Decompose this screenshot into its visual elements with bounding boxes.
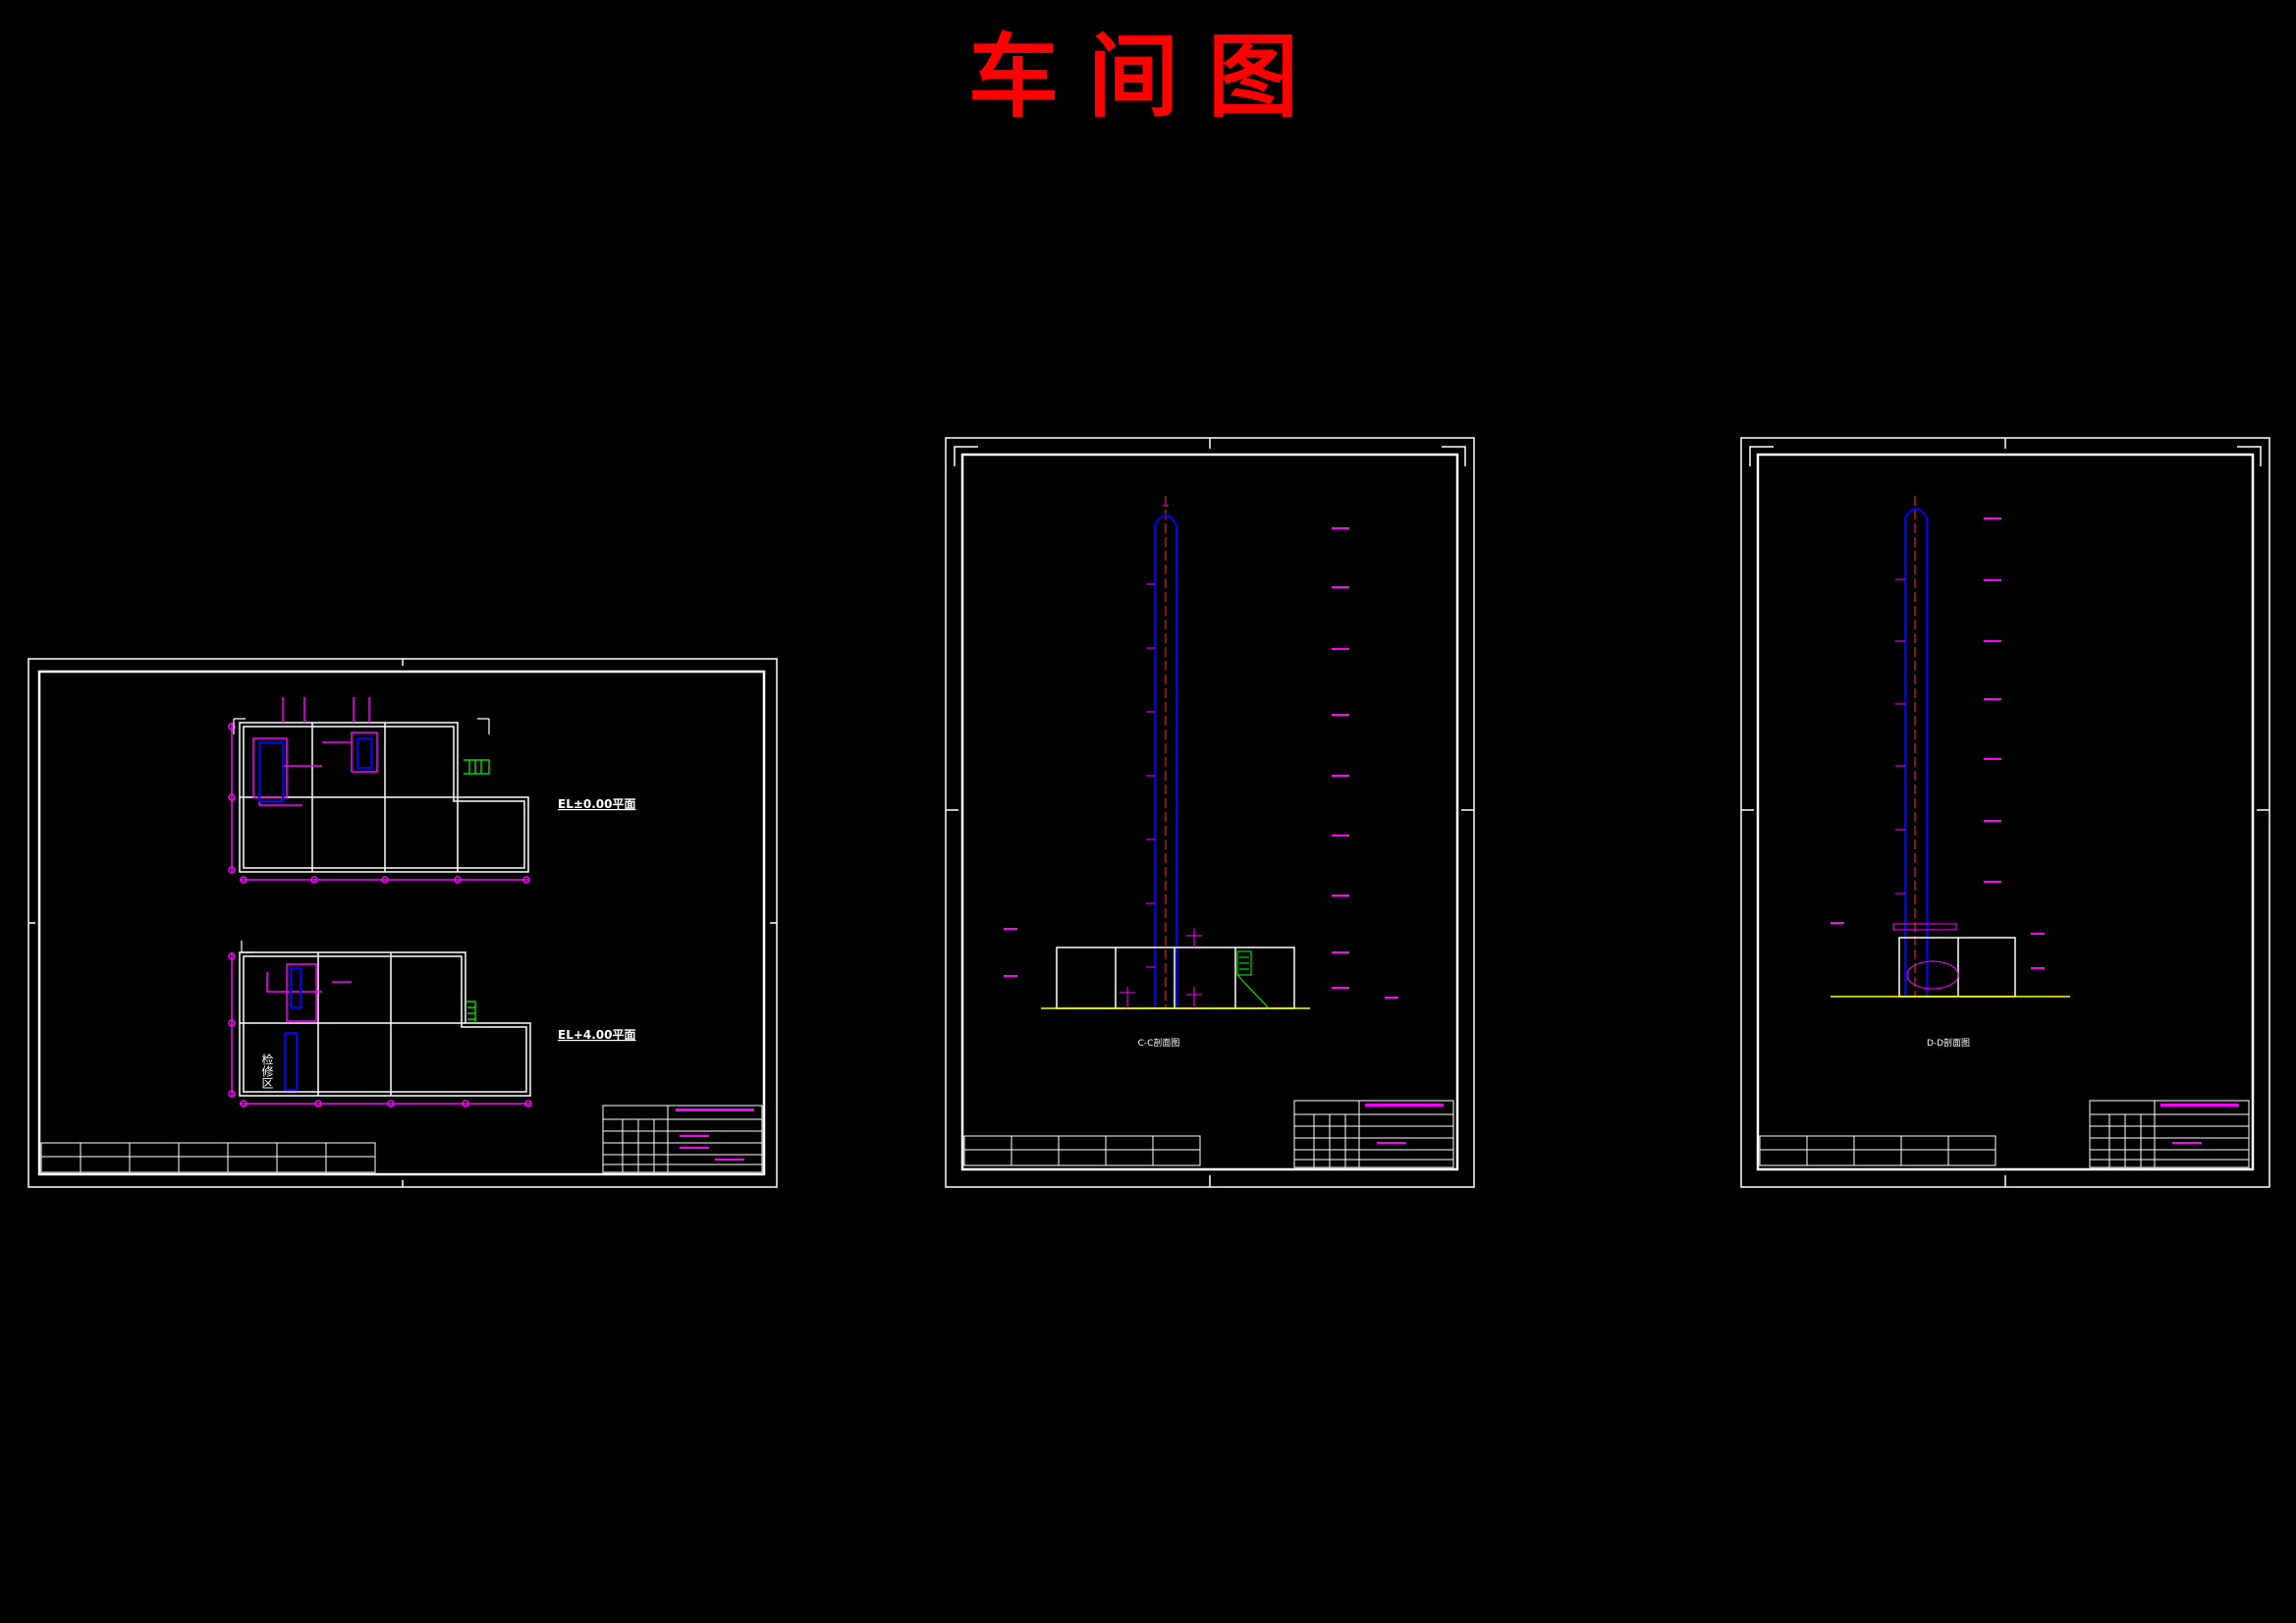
plan-title-block — [40, 1105, 763, 1173]
section-dd-sheet[interactable]: D-D剖面图 — [1740, 437, 2270, 1188]
drawing-title: 车间图 — [967, 24, 1328, 130]
section-cc-sheet[interactable]: C-C剖面图 — [945, 437, 1475, 1188]
plan-el-0: EL±0.00平面 — [228, 697, 636, 953]
plan-lower-label: EL+4.00平面 — [558, 1028, 636, 1042]
plan-sheet[interactable]: EL±0.00平面 检修区 EL+4.00平面 — [27, 658, 778, 1188]
maintenance-area-label: 检修区 — [260, 1053, 274, 1089]
dd-title-block — [1759, 1100, 2250, 1168]
plan-el-4: 检修区 EL+4.00平面 — [228, 951, 636, 1108]
dd-column — [1895, 496, 1928, 997]
cc-section-label: C-C剖面图 — [1138, 1037, 1180, 1049]
plan-sheet-outer-frame — [27, 658, 778, 1188]
cc-frame-structure — [1041, 947, 1310, 1009]
dd-section-label: D-D剖面图 — [1927, 1037, 1970, 1049]
cc-title-block — [963, 1100, 1454, 1168]
dd-elevation-marks — [1831, 517, 2045, 969]
cc-elevation-marks — [1004, 527, 1398, 999]
dd-frame-structure — [1831, 937, 2070, 998]
plan-upper-label: EL±0.00平面 — [558, 797, 636, 811]
cc-column — [1146, 496, 1177, 1008]
plan-sheet-inner-frame — [37, 670, 766, 1176]
